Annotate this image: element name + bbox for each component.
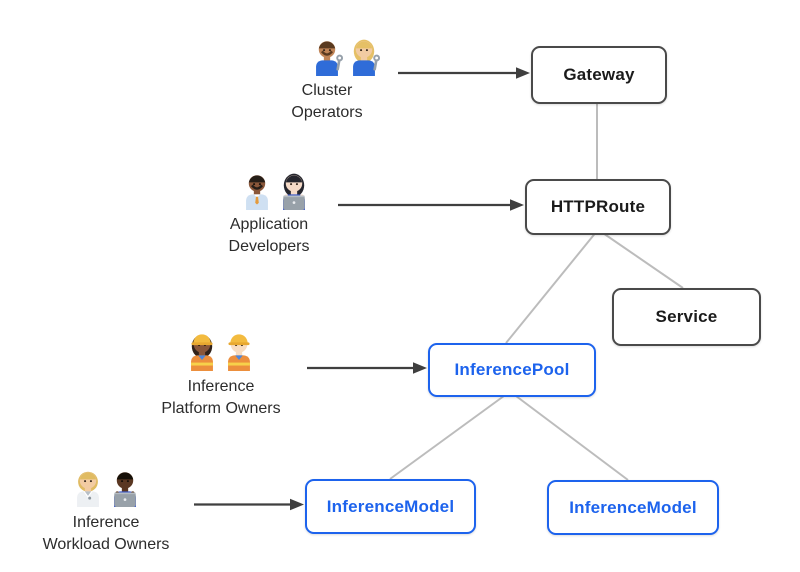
man-mechanic-medium-skin-emoji-icon <box>310 36 344 76</box>
connector-httproute-service <box>599 230 684 289</box>
node-inferencepool: InferencePool <box>428 343 596 397</box>
connector-inferencepool-inferencemodel-left <box>389 392 509 480</box>
connector-httproute-inferencepool <box>505 230 598 344</box>
node-gateway: Gateway <box>531 46 667 104</box>
persona-label-line: Operators <box>291 104 363 121</box>
health-worker-light-skin-emoji-icon <box>71 467 105 507</box>
persona-label-line: Inference <box>72 514 140 531</box>
persona-label-line: Cluster <box>301 82 353 99</box>
arrowhead-icon <box>510 199 524 211</box>
woman-mechanic-light-skin-emoji-icon <box>347 36 381 76</box>
man-technologist-dark-skin-emoji-icon <box>108 467 142 507</box>
arrowhead-icon <box>413 362 427 374</box>
node-httproute-label: HTTPRoute <box>550 197 646 216</box>
persona-cluster-operators-emoji-group <box>310 36 381 76</box>
node-inferencemodel-left: InferenceModel <box>305 479 476 534</box>
persona-label-line: Inference <box>187 378 255 395</box>
arrow-inference-workload-owners-to-inferencemodel-left <box>194 498 304 511</box>
arrowhead-icon <box>516 67 530 79</box>
woman-construction-worker-dark-skin-emoji-icon <box>185 331 219 371</box>
connector-inferencepool-inferencemodel-right <box>511 392 629 481</box>
arrow-cluster-operators-to-gateway <box>398 67 530 79</box>
persona-label-line: Developers <box>228 238 310 255</box>
node-inferencemodel-left-label: InferenceModel <box>326 496 455 516</box>
man-construction-worker-light-skin-emoji-icon <box>222 331 256 371</box>
arrowhead-icon <box>290 498 304 511</box>
node-inferencemodel-right: InferenceModel <box>547 480 719 535</box>
persona-label-line: Application <box>229 216 309 233</box>
persona-application-developers-emoji-group <box>240 170 311 210</box>
persona-label-line: Platform Owners <box>161 400 281 417</box>
arrow-inference-platform-owners-to-inferencepool <box>307 362 427 374</box>
node-inferencemodel-right-label: InferenceModel <box>569 497 697 517</box>
node-service: Service <box>612 288 761 346</box>
arrow-application-developers-to-httproute <box>338 199 524 211</box>
persona-label-line: Workload Owners <box>42 536 170 553</box>
persona-inference-platform-owners-emoji-group <box>185 331 256 371</box>
man-office-worker-dark-skin-emoji-icon <box>240 170 274 210</box>
node-inferencepool-label: InferencePool <box>454 360 570 379</box>
woman-technologist-light-skin-emoji-icon <box>277 170 311 210</box>
node-httproute: HTTPRoute <box>525 179 671 235</box>
persona-inference-workload-owners-emoji-group <box>71 467 142 507</box>
node-gateway-label: Gateway <box>563 65 635 84</box>
node-service-label: Service <box>655 307 718 326</box>
